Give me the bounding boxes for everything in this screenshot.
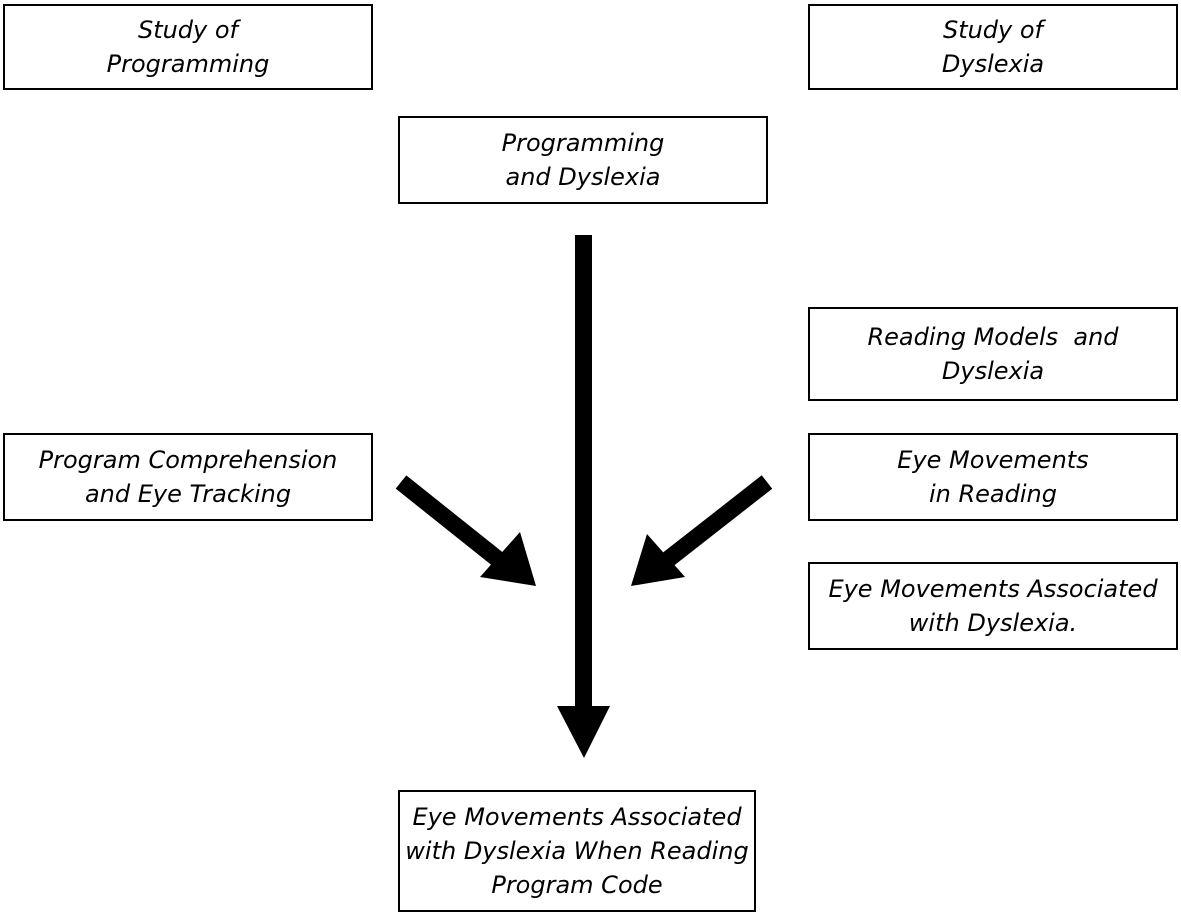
box-text-line: Programming [106, 50, 270, 78]
box-text-line: Dyslexia [941, 357, 1045, 385]
box-text-line: Eye Movements Associated [828, 575, 1158, 603]
box-text-line: Reading Models and [867, 323, 1119, 351]
box-text-line: Eye Movements [897, 446, 1089, 474]
box-text-line: Eye Movements Associated [412, 803, 742, 831]
program-comprehension-box: Program Comprehension and Eye Tracking [3, 433, 373, 521]
goal-box: Eye Movements Associated with Dyslexia W… [398, 790, 756, 912]
box-text-line: Study of [942, 16, 1044, 44]
eye-movements-in-reading-box: Eye Movements in Reading [808, 433, 1178, 521]
eye-movements-dyslexia-box: Eye Movements Associated with Dyslexia. [808, 562, 1178, 650]
study-of-programming-box: Study of Programming [3, 4, 373, 90]
box-text-line: and Eye Tracking [84, 480, 292, 508]
box-text-line: Dyslexia [941, 50, 1045, 78]
main-down-arrow [557, 235, 610, 758]
box-text-line: in Reading [928, 480, 1057, 508]
box-text-line: Program Comprehension [38, 446, 338, 474]
box-text-line: and Dyslexia [505, 163, 661, 191]
reading-models-box: Reading Models and Dyslexia [808, 307, 1178, 401]
left-diagonal-arrow [395, 475, 536, 586]
right-diagonal-arrow [631, 475, 773, 586]
programming-and-dyslexia-box: Programming and Dyslexia [398, 116, 768, 204]
box-text-line: with Dyslexia When Reading [405, 837, 749, 865]
box-text-line: Program Code [491, 871, 663, 899]
box-text-line: with Dyslexia. [908, 609, 1078, 637]
box-text-line: Programming [501, 129, 665, 157]
box-text-line: Study of [137, 16, 239, 44]
study-of-dyslexia-box: Study of Dyslexia [808, 4, 1178, 90]
